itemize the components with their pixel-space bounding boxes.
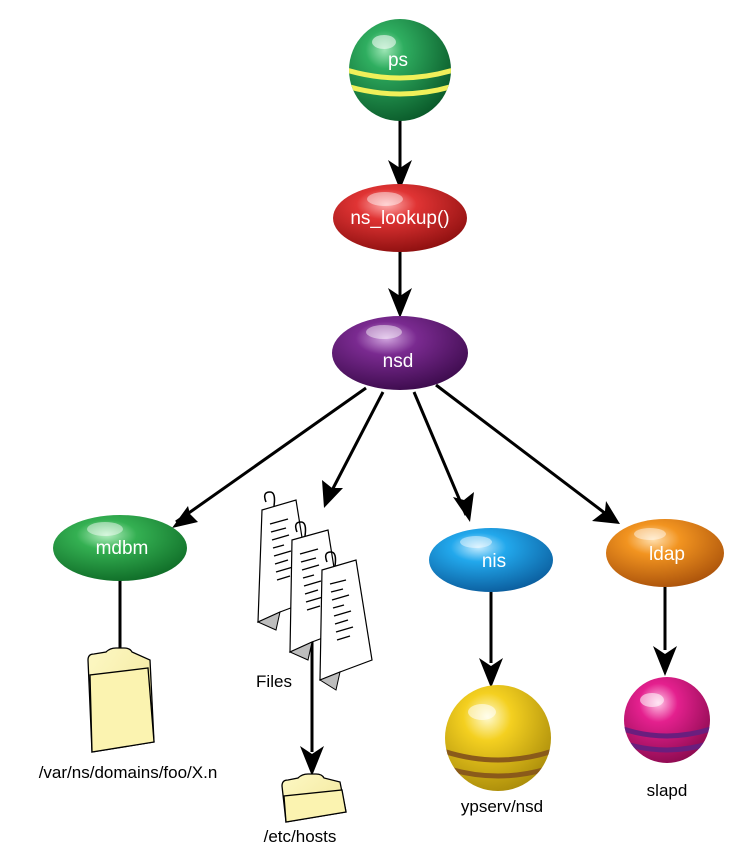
node-ypserv-sphere[interactable] xyxy=(440,685,556,791)
edge-ps-to-lookup xyxy=(388,120,412,190)
node-nsd-label: nsd xyxy=(383,351,414,372)
mdbm-folder-caption: /var/ns/domains/foo/X.n xyxy=(39,763,218,782)
hosts-folder-caption: /etc/hosts xyxy=(264,827,337,846)
node-ns-lookup[interactable]: ns_lookup() xyxy=(333,184,467,252)
node-mdbm-label: mdbm xyxy=(96,538,149,559)
node-ldap-label: ldap xyxy=(649,544,685,565)
node-ldap[interactable]: ldap xyxy=(606,519,724,587)
node-slapd-sphere[interactable] xyxy=(620,677,714,763)
slapd-caption: slapd xyxy=(647,781,688,800)
ypserv-caption: ypserv/nsd xyxy=(461,797,543,816)
node-nis[interactable]: nis xyxy=(429,528,553,592)
edge-ldap-to-slapd xyxy=(653,587,677,676)
document-icon-3 xyxy=(318,551,373,691)
node-ns-lookup-label: ns_lookup() xyxy=(350,208,449,229)
folder-icon-mdbm[interactable] xyxy=(87,647,155,753)
node-nis-label: nis xyxy=(482,551,506,572)
edge-nsd-to-ldap xyxy=(435,383,620,524)
edge-nsd-to-nis xyxy=(412,391,474,522)
edge-lookup-to-nsd xyxy=(388,250,412,318)
node-ps[interactable]: ps xyxy=(340,19,460,121)
files-caption: Files xyxy=(256,672,292,691)
folder-icon-hosts[interactable] xyxy=(281,773,347,823)
edge-nsd-to-files xyxy=(322,391,385,508)
node-ps-label: ps xyxy=(388,50,408,71)
files-documents-icon[interactable] xyxy=(256,491,373,691)
node-nsd[interactable]: nsd xyxy=(332,316,468,390)
edge-nis-to-ypserv xyxy=(479,592,503,688)
edge-nsd-to-mdbm xyxy=(172,386,367,528)
node-mdbm[interactable]: mdbm xyxy=(53,515,187,581)
